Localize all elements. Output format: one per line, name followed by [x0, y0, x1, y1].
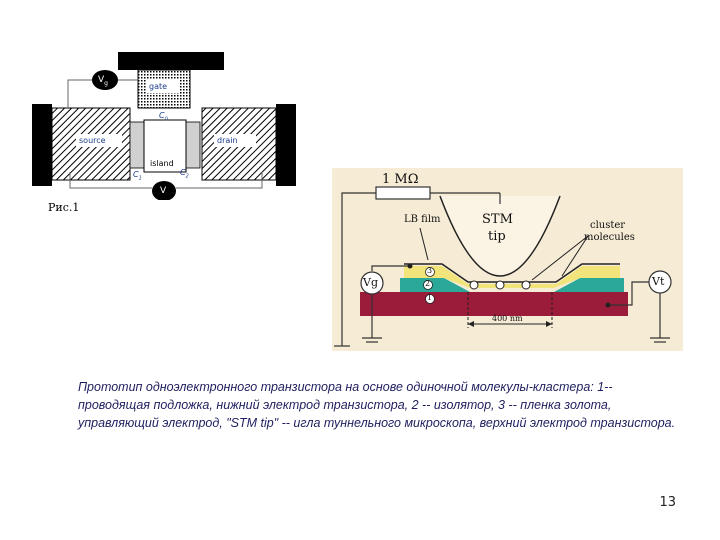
right-electrode: [276, 104, 296, 186]
cluster-arrow: [531, 235, 589, 281]
layer-3-label: 3: [427, 266, 433, 275]
vg-label: Vg: [98, 75, 108, 87]
resistor: [375, 186, 431, 200]
stm-device-diagram: [332, 168, 683, 351]
vt-wire: [608, 281, 650, 306]
layer-2-label: 2: [425, 279, 431, 288]
layer-3-gold: [404, 266, 620, 288]
stm-tip: [439, 195, 561, 277]
junction-left: [129, 121, 145, 169]
c1-label: C1: [133, 170, 142, 182]
cluster-molecule: [521, 280, 531, 290]
v-source-symbol: [152, 181, 176, 200]
gate-top-electrode: [118, 52, 224, 70]
scale-label: 400 nm: [492, 314, 523, 323]
vg-label: Vg: [363, 276, 378, 289]
vt-label: Vt: [652, 275, 665, 288]
stm-label: STM: [482, 212, 513, 227]
layer-1-substrate: [360, 292, 628, 316]
cluster-molecule: [495, 280, 505, 290]
island: [143, 119, 187, 173]
drain-label: drain: [217, 136, 238, 145]
v-label: V: [160, 186, 167, 196]
c2-label: C2: [180, 168, 189, 180]
lb-film: [404, 263, 620, 283]
c0-label: C0: [159, 111, 168, 123]
figure-1-label: Рис.1: [48, 201, 80, 214]
left-electrode: [32, 104, 52, 186]
tip-label: tip: [488, 229, 506, 244]
molecules-label: molecules: [584, 232, 635, 243]
lb-film-arrow: [419, 227, 429, 261]
figure-2: 1 MΩ LB film STM tip cluster molecules V…: [332, 168, 683, 351]
vg-wire: [67, 79, 92, 108]
layer-2-insulator: [400, 278, 624, 292]
cluster-arrow: [561, 235, 589, 277]
slide-number: 13: [659, 495, 676, 510]
island-label: island: [150, 159, 174, 168]
figure-caption: Прототип одноэлектронного транзистора на…: [78, 380, 676, 430]
set-schematic: [32, 52, 296, 200]
source-label: source: [79, 136, 106, 145]
vg-wire: [371, 265, 410, 271]
gate-label: gate: [149, 82, 168, 91]
layer-1-label: 1: [427, 293, 433, 302]
bias-wire-right: [176, 172, 263, 189]
figure-1: gate source drain island Vg V C0 C1 C2: [30, 50, 310, 200]
resistor-label: 1 MΩ: [382, 172, 419, 187]
cluster-label: cluster: [590, 220, 626, 231]
cluster-molecule: [469, 280, 479, 290]
bias-wire: [69, 172, 152, 189]
junction-right: [185, 121, 201, 169]
lb-film-label: LB film: [404, 214, 441, 225]
vg-source-symbol: [92, 70, 118, 90]
tip-wire: [341, 192, 376, 346]
